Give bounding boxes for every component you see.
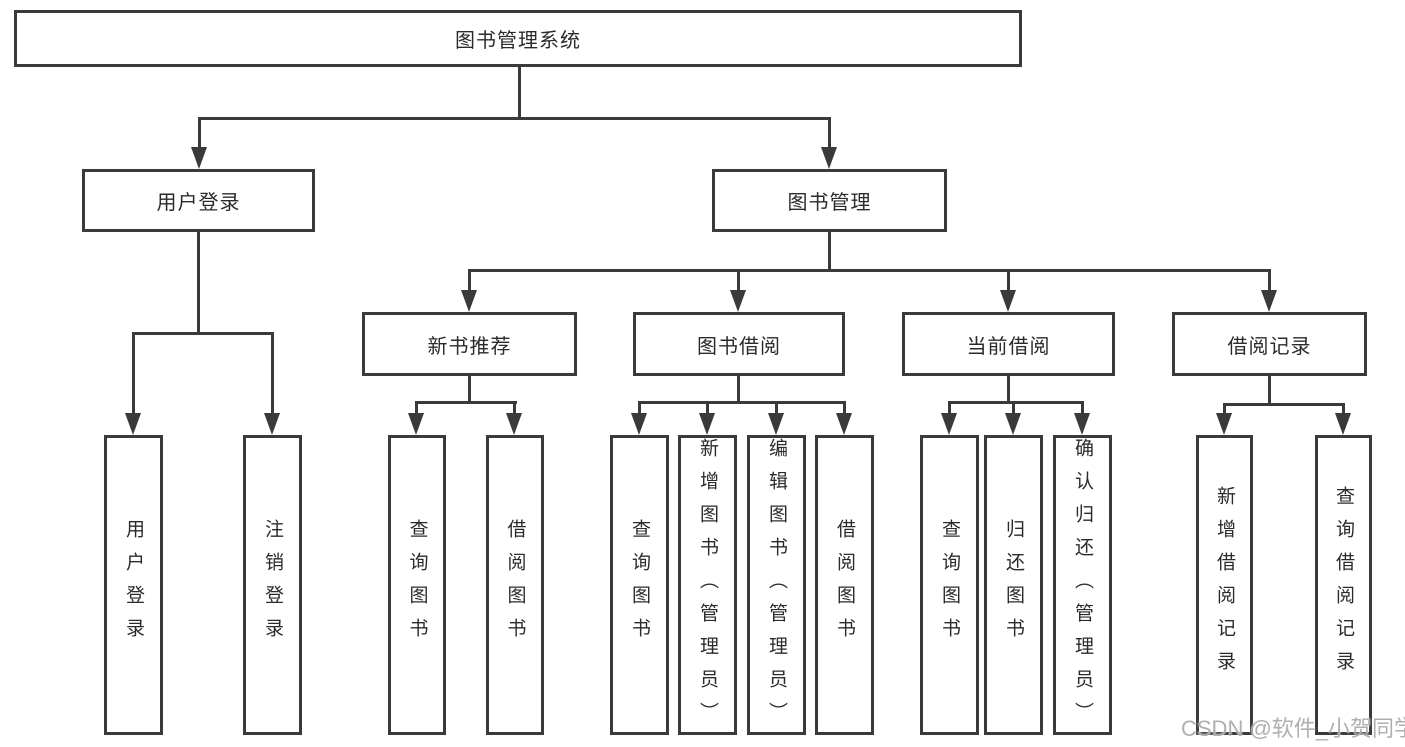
connector-bookmgmt-rail: [468, 269, 1270, 272]
leaf-query-books-1: 查询图书: [388, 435, 446, 735]
node-borrowing-records: 借阅记录: [1172, 312, 1367, 376]
arrow-down-icon: [1261, 290, 1277, 312]
leaf-edit-book-admin: 编辑图书（管理员）: [747, 435, 806, 735]
connector-shaft: [638, 401, 641, 415]
connector-bookmgmt-stem: [828, 232, 831, 272]
connector-shaft: [706, 401, 709, 415]
connector-shaft: [1223, 403, 1226, 415]
connector-shaft: [775, 401, 778, 415]
arrow-down-icon: [125, 413, 141, 435]
connector-userlogin-stem: [197, 232, 200, 335]
node-root: 图书管理系统: [14, 10, 1022, 67]
connector-root-stem: [518, 67, 521, 119]
connector-shaft-new-book: [468, 269, 471, 293]
connector-userlogin-rail: [132, 332, 274, 335]
node-user-login: 用户登录: [82, 169, 315, 232]
connector-shaft-user-login: [198, 117, 201, 149]
node-current-borrowing: 当前借阅: [902, 312, 1115, 376]
arrow-down-icon: [1000, 290, 1016, 312]
connector-shaft-current-borrow: [1007, 269, 1010, 293]
leaf-confirm-return-admin: 确认归还（管理员）: [1053, 435, 1112, 735]
arrow-down-icon: [1074, 413, 1090, 435]
connector-shaft: [513, 401, 516, 415]
leaf-borrow-books-2: 借阅图书: [815, 435, 874, 735]
node-book-management: 图书管理: [712, 169, 947, 232]
connector-bookborrow-rail: [638, 401, 846, 404]
leaf-logout: 注销登录: [243, 435, 302, 735]
connector-borrowrecords-rail: [1223, 403, 1345, 406]
arrow-down-icon: [1335, 413, 1351, 435]
arrow-down-icon: [191, 147, 207, 169]
arrow-down-icon: [768, 413, 784, 435]
arrow-down-icon: [821, 147, 837, 169]
connector-shaft-borrow-records: [1268, 269, 1271, 293]
connector-currentborrow-stem: [1007, 376, 1010, 404]
leaf-query-borrow-record: 查询借阅记录: [1315, 435, 1372, 735]
arrow-down-icon: [631, 413, 647, 435]
connector-shaft: [415, 401, 418, 415]
connector-shaft: [1012, 401, 1015, 415]
connector-newbook-stem: [468, 376, 471, 404]
connector-root-rail: [198, 117, 831, 120]
connector-shaft: [1081, 401, 1084, 415]
connector-shaft: [843, 401, 846, 415]
arrow-down-icon: [1216, 413, 1232, 435]
connector-currentborrow-rail: [948, 401, 1084, 404]
leaf-query-books-3: 查询图书: [920, 435, 979, 735]
arrow-down-icon: [699, 413, 715, 435]
arrow-down-icon: [264, 413, 280, 435]
arrow-down-icon: [506, 413, 522, 435]
leaf-add-book-admin: 新增图书（管理员）: [678, 435, 737, 735]
connector-shaft-book-borrow: [737, 269, 740, 293]
leaf-return-book: 归还图书: [984, 435, 1043, 735]
arrow-down-icon: [836, 413, 852, 435]
connector-newbook-rail: [415, 401, 517, 404]
connector-bookborrow-stem: [737, 376, 740, 404]
leaf-user-login: 用户登录: [104, 435, 163, 735]
connector-shaft-leaf-user-login: [132, 332, 135, 415]
arrow-down-icon: [1005, 413, 1021, 435]
connector-shaft-leaf-logout: [271, 332, 274, 415]
connector-shaft: [1342, 403, 1345, 415]
node-new-book-recommendation: 新书推荐: [362, 312, 577, 376]
connector-shaft-book-management: [828, 117, 831, 149]
leaf-add-borrow-record: 新增借阅记录: [1196, 435, 1253, 735]
leaf-query-books-2: 查询图书: [610, 435, 669, 735]
arrow-down-icon: [730, 290, 746, 312]
connector-borrowrecords-stem: [1268, 376, 1271, 406]
arrow-down-icon: [408, 413, 424, 435]
leaf-borrow-books-1: 借阅图书: [486, 435, 544, 735]
arrow-down-icon: [941, 413, 957, 435]
arrow-down-icon: [461, 290, 477, 312]
connector-shaft: [948, 401, 951, 415]
node-book-borrowing: 图书借阅: [633, 312, 845, 376]
csdn-watermark: CSDN @软件_小贺同学: [1181, 716, 1405, 741]
